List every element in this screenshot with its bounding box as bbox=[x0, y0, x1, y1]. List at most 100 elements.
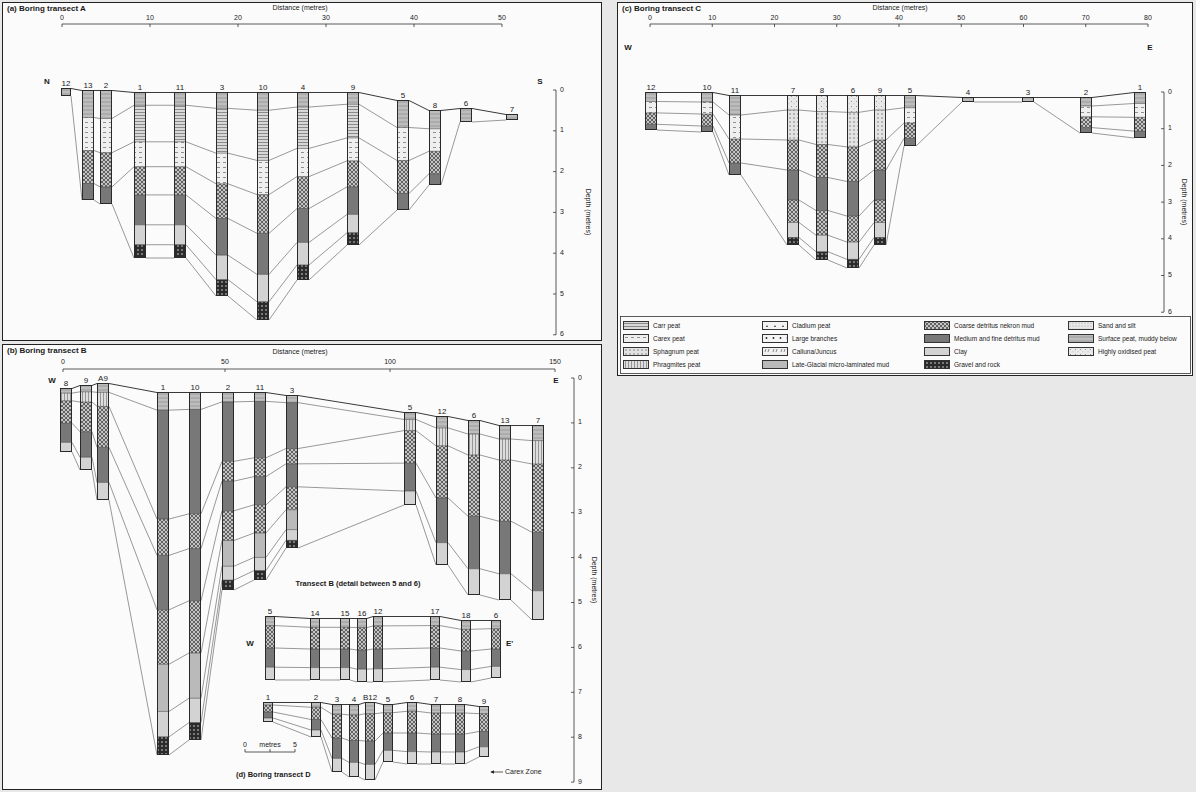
stratum-pattern bbox=[310, 618, 320, 627]
core-number: 15 bbox=[341, 609, 350, 618]
stratum-fill bbox=[468, 434, 480, 455]
stratum-fill bbox=[874, 110, 886, 140]
correlation-line bbox=[71, 96, 82, 200]
boring-core: 8 bbox=[60, 388, 72, 452]
stratum-boundary bbox=[286, 540, 298, 541]
stratum-boundary bbox=[174, 141, 186, 142]
stratum-fill bbox=[383, 704, 393, 713]
stratum-fill bbox=[286, 487, 298, 510]
axis-number: 0 bbox=[1168, 88, 1172, 96]
stratum-fill bbox=[349, 762, 359, 777]
boring-core: 5 bbox=[265, 616, 275, 680]
correlation-line bbox=[275, 648, 310, 649]
axis-tick bbox=[63, 369, 64, 372]
stratum-pattern bbox=[222, 481, 234, 511]
stratum-fill bbox=[80, 432, 92, 458]
stratum-boundary bbox=[222, 481, 234, 482]
stratum-boundary bbox=[1134, 103, 1146, 104]
axis-tick bbox=[553, 212, 556, 213]
stratum-fill bbox=[222, 481, 234, 511]
stratum-fill bbox=[431, 752, 441, 764]
stratum-pattern bbox=[82, 184, 94, 201]
stratum-pattern bbox=[347, 104, 359, 138]
stratum-pattern bbox=[134, 92, 146, 105]
axis-number: 80 bbox=[1144, 14, 1152, 22]
stratum-fill bbox=[430, 616, 440, 626]
correlation-line bbox=[269, 209, 297, 234]
stratum-pattern bbox=[357, 669, 367, 682]
correlation-line bbox=[201, 590, 222, 740]
legend-swatch bbox=[924, 347, 950, 356]
stratum-pattern bbox=[1080, 106, 1092, 117]
stratum-boundary bbox=[729, 115, 741, 116]
stratum-pattern bbox=[254, 505, 266, 533]
boring-core: 3 bbox=[286, 395, 298, 548]
correlation-line bbox=[169, 514, 189, 519]
stratum-boundary bbox=[847, 259, 859, 260]
stratum-pattern bbox=[134, 105, 146, 142]
figure-label: S bbox=[537, 78, 542, 87]
figure-label: W bbox=[624, 44, 632, 53]
stratum-boundary bbox=[455, 752, 465, 753]
stratum-boundary bbox=[80, 402, 92, 403]
core-number: 5 bbox=[908, 86, 912, 95]
stratum-boundary bbox=[349, 762, 359, 763]
correlation-line bbox=[234, 580, 254, 590]
boring-core: 1 bbox=[157, 392, 169, 755]
stratum-fill bbox=[265, 616, 275, 626]
axis-number: 30 bbox=[833, 14, 841, 22]
stratum-pattern bbox=[257, 274, 269, 301]
stratum-fill bbox=[1134, 104, 1146, 118]
stratum-fill bbox=[257, 233, 269, 274]
legend-entry: Late-Glacial micro-laminated mud bbox=[762, 359, 916, 370]
core-number: 4 bbox=[352, 695, 356, 704]
legend-text: Surface peat, muddy below bbox=[1098, 335, 1188, 343]
stratum-pattern bbox=[174, 167, 186, 195]
correlation-line bbox=[169, 740, 189, 755]
axis-number: 2 bbox=[1168, 161, 1172, 169]
stratum-fill bbox=[263, 712, 273, 718]
stratum-boundary bbox=[491, 649, 501, 650]
stratum-pattern bbox=[347, 161, 359, 187]
stratum-fill bbox=[134, 245, 146, 258]
axis-tick bbox=[571, 737, 574, 738]
stratum-pattern bbox=[134, 167, 146, 195]
correlation-line bbox=[269, 280, 297, 320]
stratum-boundary bbox=[816, 251, 828, 252]
stratum-pattern bbox=[383, 733, 393, 750]
stratum-boundary bbox=[532, 532, 544, 533]
stratum-boundary bbox=[397, 193, 409, 194]
swatch-pattern bbox=[925, 361, 949, 368]
stratum-boundary bbox=[468, 568, 480, 569]
stratum-boundary bbox=[82, 117, 94, 118]
stratum-pattern bbox=[157, 392, 169, 410]
correlation-line bbox=[375, 733, 383, 741]
legend-frame bbox=[621, 317, 1191, 374]
stratum-pattern bbox=[506, 114, 518, 120]
correlation-line bbox=[799, 170, 816, 178]
core-number: 16 bbox=[358, 609, 367, 618]
surface-line bbox=[201, 392, 222, 393]
connectors bbox=[71, 89, 1134, 707]
stratum-boundary bbox=[332, 758, 342, 759]
correlation-line bbox=[72, 401, 80, 402]
swatch-pattern bbox=[763, 335, 787, 342]
core-number: 4 bbox=[301, 83, 305, 92]
correlation-line bbox=[186, 195, 216, 219]
stratum-boundary bbox=[332, 738, 342, 739]
stratum-pattern bbox=[455, 752, 465, 764]
stratum-fill bbox=[60, 442, 72, 452]
stratum-pattern bbox=[100, 187, 112, 204]
stratum-fill bbox=[80, 385, 92, 392]
correlation-line bbox=[72, 423, 80, 432]
stratum-boundary bbox=[297, 176, 309, 177]
stratum-boundary bbox=[645, 101, 657, 102]
depth-axis bbox=[574, 378, 575, 782]
correlation-line bbox=[886, 123, 904, 140]
panel-ground bbox=[617, 2, 1193, 376]
stratum-boundary bbox=[436, 542, 448, 543]
correlation-line bbox=[713, 114, 729, 139]
swatch-pattern bbox=[763, 322, 787, 329]
correlation-line bbox=[201, 461, 222, 514]
stratum-boundary bbox=[874, 140, 886, 141]
